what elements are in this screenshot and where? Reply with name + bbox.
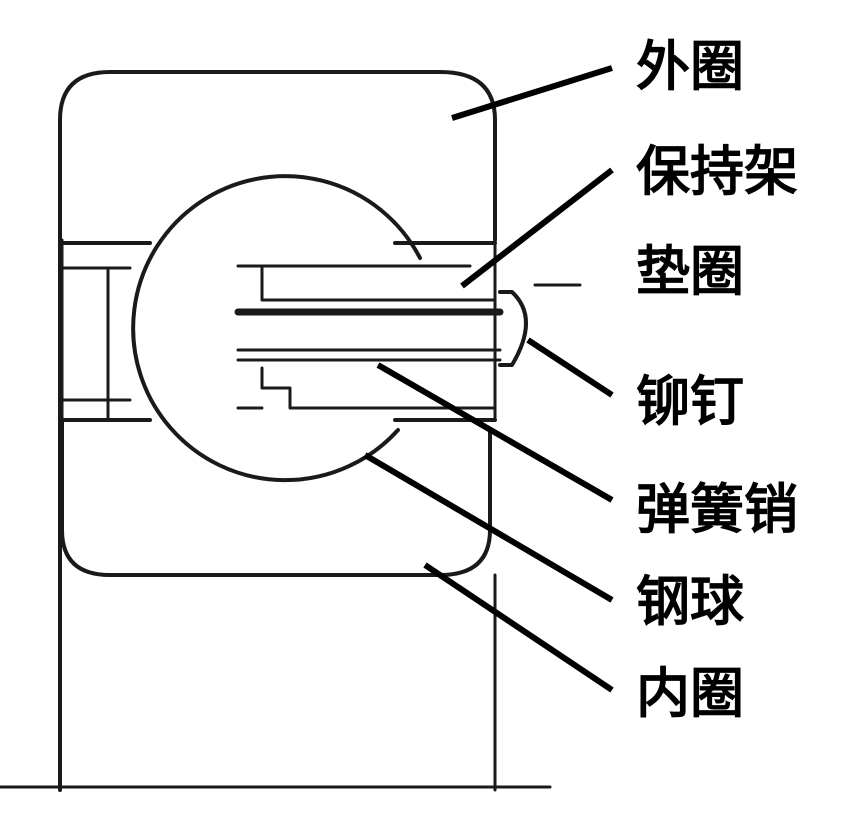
steel-ball-outline — [131, 174, 422, 483]
label-rivet: 铆钉 — [636, 370, 744, 433]
leader-lines — [363, 65, 614, 693]
outer-ring-outline — [58, 70, 497, 792]
cage-upper-plate — [236, 264, 497, 302]
rivet-head — [498, 290, 528, 367]
label-cage: 保持架 — [636, 140, 798, 203]
leader-cage — [460, 167, 614, 289]
label-inner-ring: 内圈 — [636, 662, 744, 725]
cage-lower-plate — [260, 366, 497, 410]
bearing-drawing — [0, 70, 582, 792]
leader-outer-ring — [451, 65, 613, 121]
label-steel-ball: 钢球 — [636, 570, 745, 633]
part-labels: 外圈 保持架 垫圈 铆钉 弹簧销 钢球 内圈 — [636, 35, 798, 725]
inner-ring-outline — [60, 418, 492, 577]
leader-inner-ring — [423, 562, 614, 693]
leader-steel-ball — [363, 452, 614, 603]
label-outer-ring: 外圈 — [636, 35, 744, 98]
leader-spring-pin — [376, 362, 614, 503]
leader-rivet — [526, 337, 614, 398]
label-washer: 垫圈 — [636, 240, 744, 303]
label-spring-pin: 弹簧销 — [636, 478, 798, 541]
